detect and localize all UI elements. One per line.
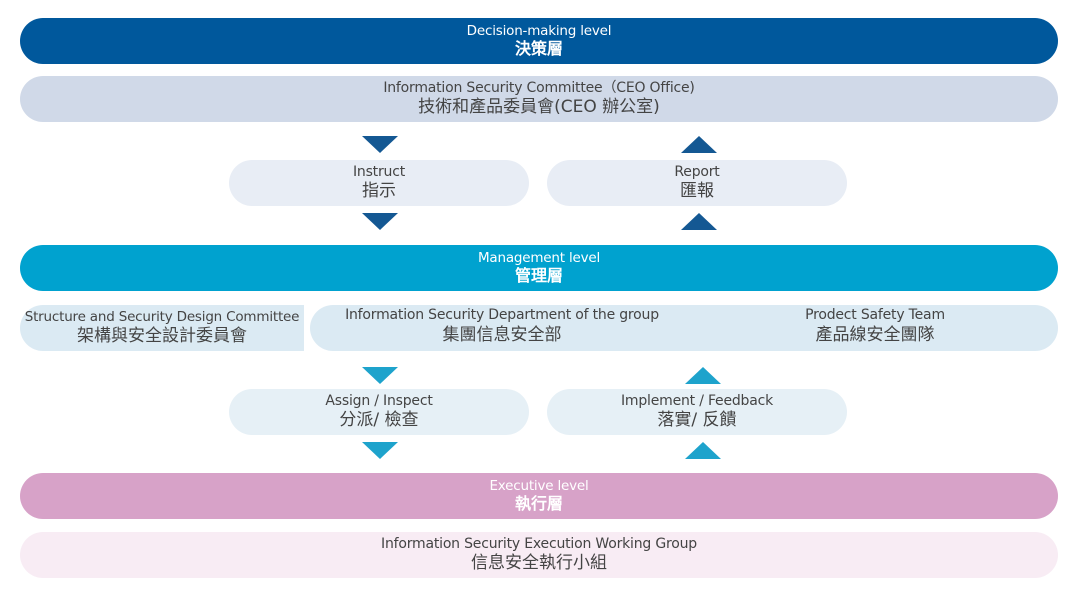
management-level-zh: 管理層 (514, 266, 563, 286)
infosec-department: Information Security Department of the g… (320, 307, 684, 346)
assign-en: Assign / Inspect (325, 392, 433, 409)
executive-level-en: Executive level (489, 477, 589, 494)
report-arrow-up-bottom (681, 213, 717, 230)
report-en: Report (674, 163, 720, 180)
security-committee-zh: 技術和產品委員會(CEO 辦公室) (418, 97, 660, 118)
security-committee-box: Information Security Committee（CEO Offic… (20, 76, 1058, 122)
infosec-department-en: Information Security Department of the g… (345, 307, 659, 323)
implement-zh: 落實/ 反饋 (657, 410, 737, 431)
security-committee-en: Information Security Committee（CEO Offic… (383, 79, 695, 96)
assign-zh: 分派/ 檢查 (339, 410, 419, 431)
management-level-band: Management level 管理層 (20, 245, 1058, 291)
implement-en: Implement / Feedback (620, 392, 774, 409)
assign-arrow-down-top (362, 367, 398, 384)
instruct-en: Instruct (352, 163, 405, 180)
management-level-en: Management level (477, 249, 601, 266)
implement-arrow-up-top (685, 367, 721, 384)
infosec-department-zh: 集團信息安全部 (442, 324, 562, 345)
implement-box: Implement / Feedback 落實/ 反饋 (547, 389, 847, 435)
infosec-tier-box (310, 305, 1058, 351)
assign-arrow-down-bottom (362, 442, 398, 459)
executive-level-band: Executive level 執行層 (20, 473, 1058, 519)
structure-committee-zh: 架構與安全設計委員會 (77, 325, 247, 346)
assign-box: Assign / Inspect 分派/ 檢查 (229, 389, 529, 435)
report-arrow-up-top (681, 136, 717, 153)
instruct-arrow-down-top (362, 136, 398, 153)
product-safety-team-en: Prodect Safety Team (805, 307, 945, 323)
instruct-arrow-down-bottom (362, 213, 398, 230)
decision-level-band: Decision-making level 決策層 (20, 18, 1058, 64)
report-zh: 匯報 (680, 181, 714, 202)
working-group-en: Information Security Execution Working G… (381, 535, 697, 552)
implement-arrow-up-bottom (685, 442, 721, 459)
product-safety-team-zh: 產品線安全團隊 (815, 324, 935, 345)
working-group-zh: 信息安全執行小組 (471, 553, 607, 574)
structure-committee-box: Structure and Security Design Committee … (20, 305, 304, 351)
decision-level-en: Decision-making level (466, 22, 612, 39)
decision-level-zh: 決策層 (514, 39, 563, 59)
report-box: Report 匯報 (547, 160, 847, 206)
instruct-box: Instruct 指示 (229, 160, 529, 206)
working-group-box: Information Security Execution Working G… (20, 532, 1058, 578)
structure-committee-en: Structure and Security Design Committee (24, 308, 300, 325)
executive-level-zh: 執行層 (514, 494, 563, 514)
instruct-zh: 指示 (362, 181, 396, 202)
product-safety-team: Prodect Safety Team 產品線安全團隊 (740, 307, 1010, 346)
